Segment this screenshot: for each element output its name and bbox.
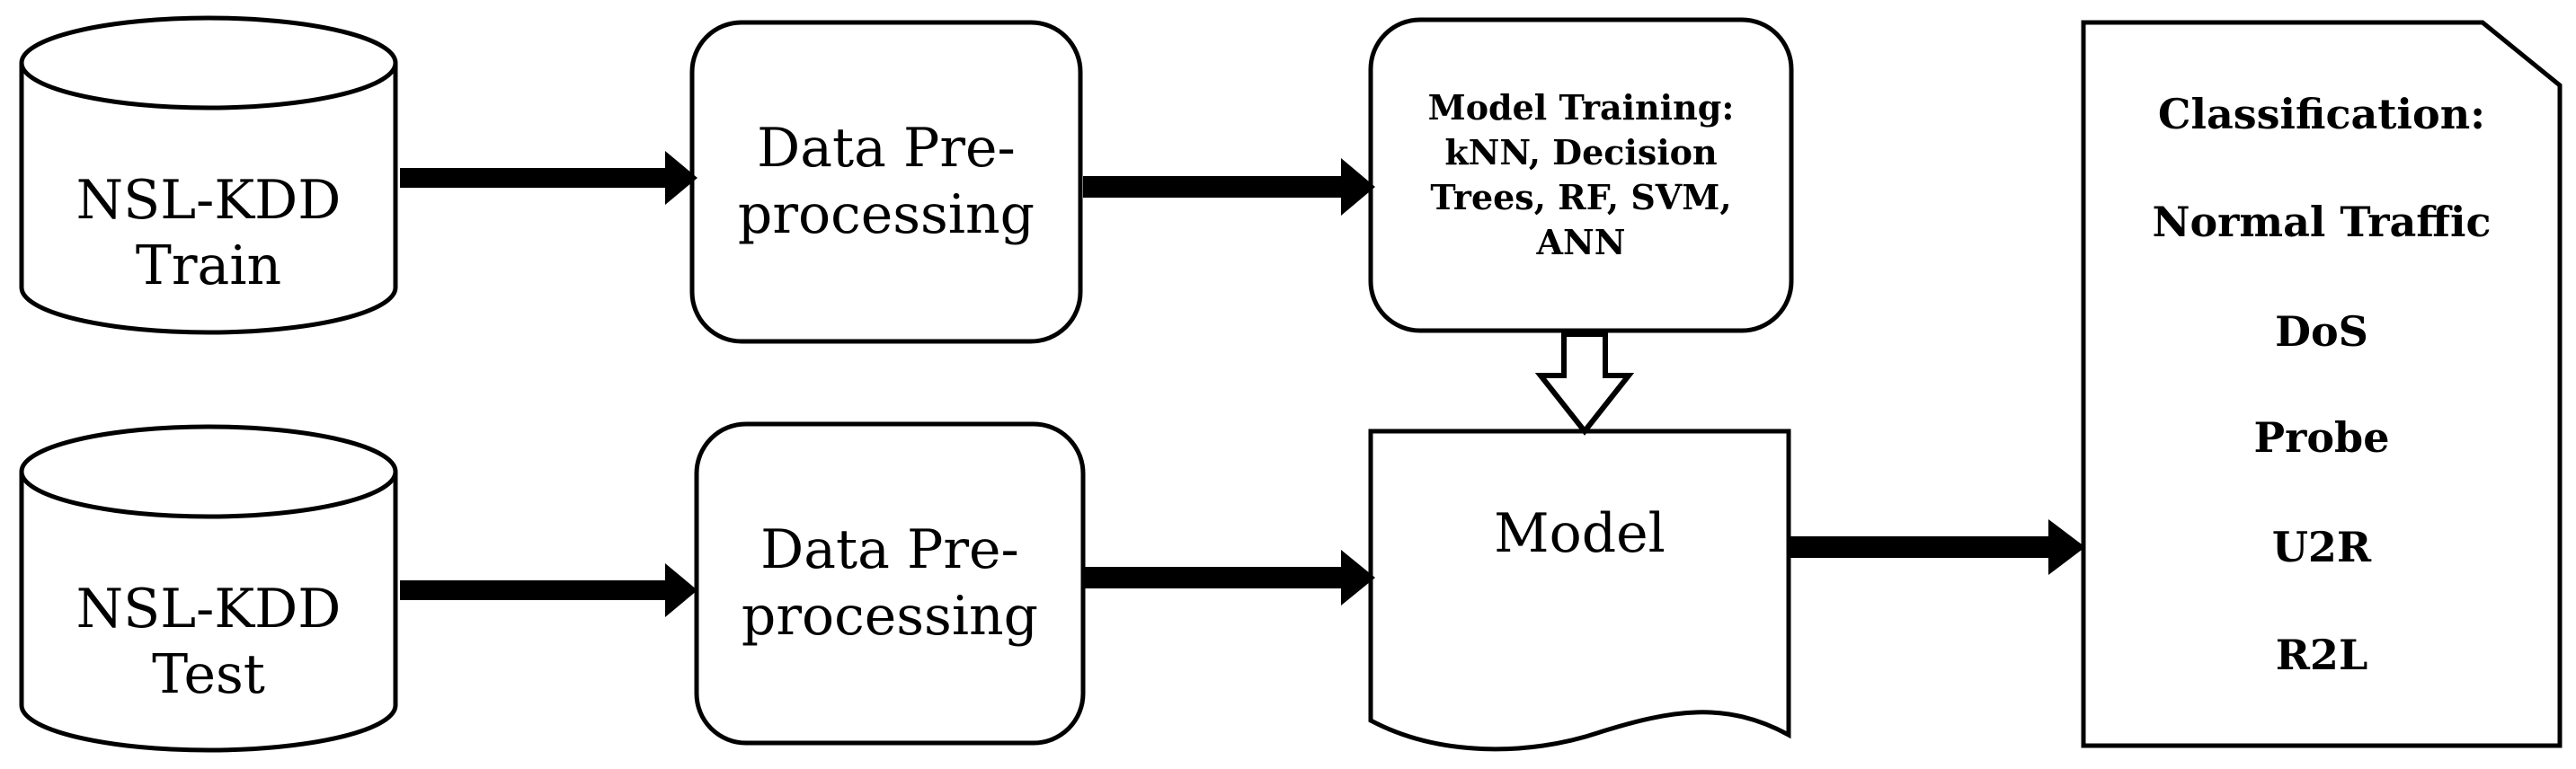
arrow-training-to-model	[1534, 331, 1635, 436]
test-database-cylinder	[19, 424, 398, 753]
train-database-label-line1: NSL-KDD	[76, 168, 342, 232]
arrow-train-to-preprocessing	[400, 151, 697, 205]
classification-item-probe: Probe	[2253, 413, 2390, 462]
arrow-test-to-preprocessing	[400, 563, 697, 617]
classification-title: Classification:	[2157, 90, 2486, 138]
preprocessing-label-top: Data Pre- processing	[692, 22, 1080, 341]
classification-item-dos: DoS	[2275, 307, 2368, 356]
model-label: Model	[1494, 502, 1666, 566]
classification-item-u2r: U2R	[2271, 523, 2372, 571]
arrow-model-to-classification	[1790, 519, 2085, 575]
classification-list: Classification: Normal Traffic DoS Probe…	[2083, 63, 2560, 746]
model-document-shape	[1368, 429, 1791, 752]
classification-item-r2l: R2L	[2275, 631, 2368, 679]
preprocessing-top-line2: processing	[737, 182, 1035, 246]
arrow-preprocessing-to-training	[1083, 158, 1375, 216]
model-training-line3: Trees, RF, SVM,	[1430, 177, 1732, 217]
train-database-cylinder	[19, 15, 398, 335]
preprocessing-top-line1: Data Pre-	[757, 117, 1016, 181]
test-database-label-line1: NSL-KDD	[76, 577, 342, 641]
classification-item-normal: Normal Traffic	[2152, 198, 2492, 246]
model-training-box	[1368, 17, 1794, 333]
model-training-line2: kNN, Decision	[1444, 131, 1718, 172]
flow-arrows	[400, 151, 2085, 617]
classification-page-shape	[2081, 20, 2563, 748]
model-training-line4: ANN	[1536, 222, 1626, 263]
arrow-preprocessing-to-model	[1083, 550, 1375, 605]
model-training-line1: Model Training:	[1427, 86, 1735, 128]
preprocessing-bottom-line2: processing	[741, 584, 1039, 648]
train-database-label-line2: Train	[135, 234, 282, 297]
test-database-label-line2: Test	[152, 643, 265, 706]
preprocessing-label-bottom: Data Pre- processing	[697, 424, 1083, 743]
test-database-label: NSL-KDD Test	[22, 552, 395, 732]
preprocessing-bottom-line1: Data Pre-	[760, 518, 1019, 582]
model-training-label: Model Training: kNN, Decision Trees, RF,…	[1371, 20, 1791, 331]
train-database-label: NSL-KDD Train	[22, 144, 395, 323]
